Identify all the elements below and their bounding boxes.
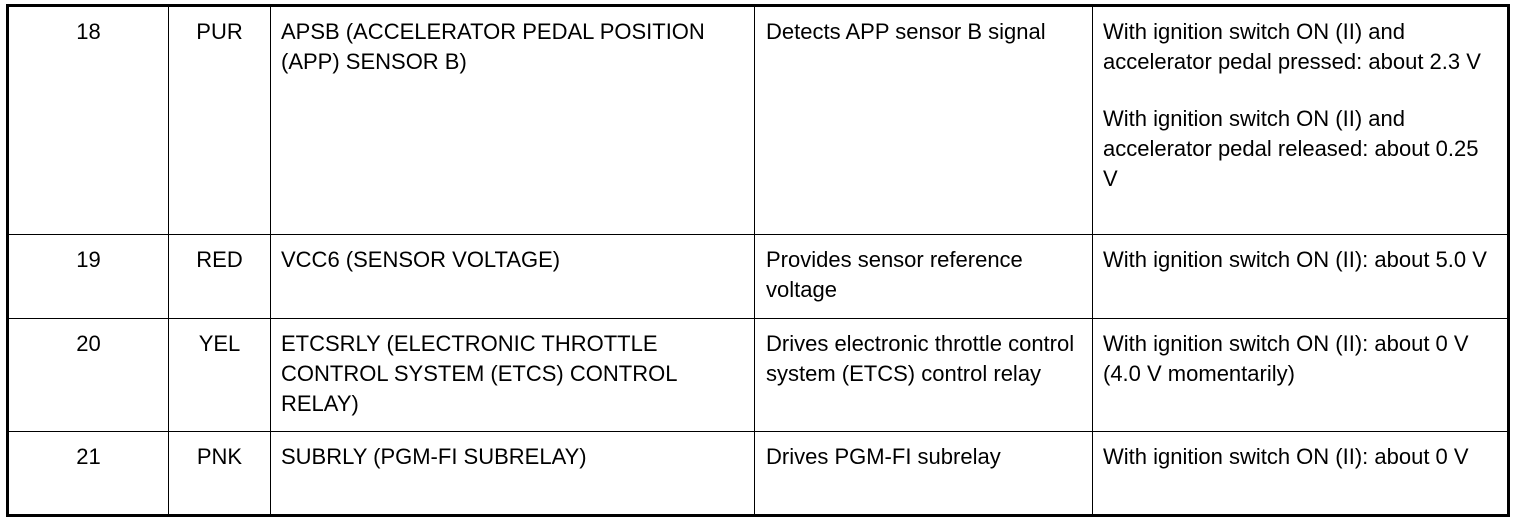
signal-cell: With ignition switch ON (II): about 0 V — [1092, 431, 1509, 516]
terminal-name: VCC6 (SENSOR VOLTAGE) — [270, 234, 755, 319]
terminal-description: Drives PGM-FI subrelay — [754, 431, 1093, 516]
terminal-number: 19 — [7, 234, 169, 319]
signal-text: With ignition switch ON (II): about 0 V … — [1103, 331, 1469, 386]
table-row: 20 YEL ETCSRLY (ELECTRONIC THROTTLE CONT… — [7, 318, 1509, 432]
terminal-description: Detects APP sensor B signal — [754, 5, 1093, 235]
terminal-name: ETCSRLY (ELECTRONIC THROTTLE CONTROL SYS… — [270, 318, 755, 432]
table-row: 21 PNK SUBRLY (PGM-FI SUBRELAY) Drives P… — [7, 431, 1509, 516]
terminal-table-container: 18 PUR APSB (ACCELERATOR PEDAL POSITION … — [6, 4, 1510, 517]
signal-text: With ignition switch ON (II): about 0 V — [1103, 444, 1469, 469]
table-row: 18 PUR APSB (ACCELERATOR PEDAL POSITION … — [7, 5, 1509, 235]
wire-color: RED — [168, 234, 271, 319]
terminal-table: 18 PUR APSB (ACCELERATOR PEDAL POSITION … — [6, 4, 1510, 517]
terminal-name: APSB (ACCELERATOR PEDAL POSITION (APP) S… — [270, 5, 755, 235]
terminal-number: 18 — [7, 5, 169, 235]
wire-color: PUR — [168, 5, 271, 235]
signal-cell: With ignition switch ON (II): about 5.0 … — [1092, 234, 1509, 319]
terminal-name: SUBRLY (PGM-FI SUBRELAY) — [270, 431, 755, 516]
terminal-number: 21 — [7, 431, 169, 516]
signal-text: With ignition switch ON (II) and acceler… — [1103, 106, 1479, 191]
table-row: 19 RED VCC6 (SENSOR VOLTAGE) Provides se… — [7, 234, 1509, 319]
signal-text: With ignition switch ON (II): about 5.0 … — [1103, 247, 1487, 272]
signal-cell: With ignition switch ON (II) and acceler… — [1092, 5, 1509, 235]
wire-color: PNK — [168, 431, 271, 516]
signal-cell: With ignition switch ON (II): about 0 V … — [1092, 318, 1509, 432]
terminal-number: 20 — [7, 318, 169, 432]
wire-color: YEL — [168, 318, 271, 432]
terminal-description: Drives electronic throttle control syste… — [754, 318, 1093, 432]
terminal-description: Provides sensor reference voltage — [754, 234, 1093, 319]
signal-text: With ignition switch ON (II) and acceler… — [1103, 19, 1481, 74]
